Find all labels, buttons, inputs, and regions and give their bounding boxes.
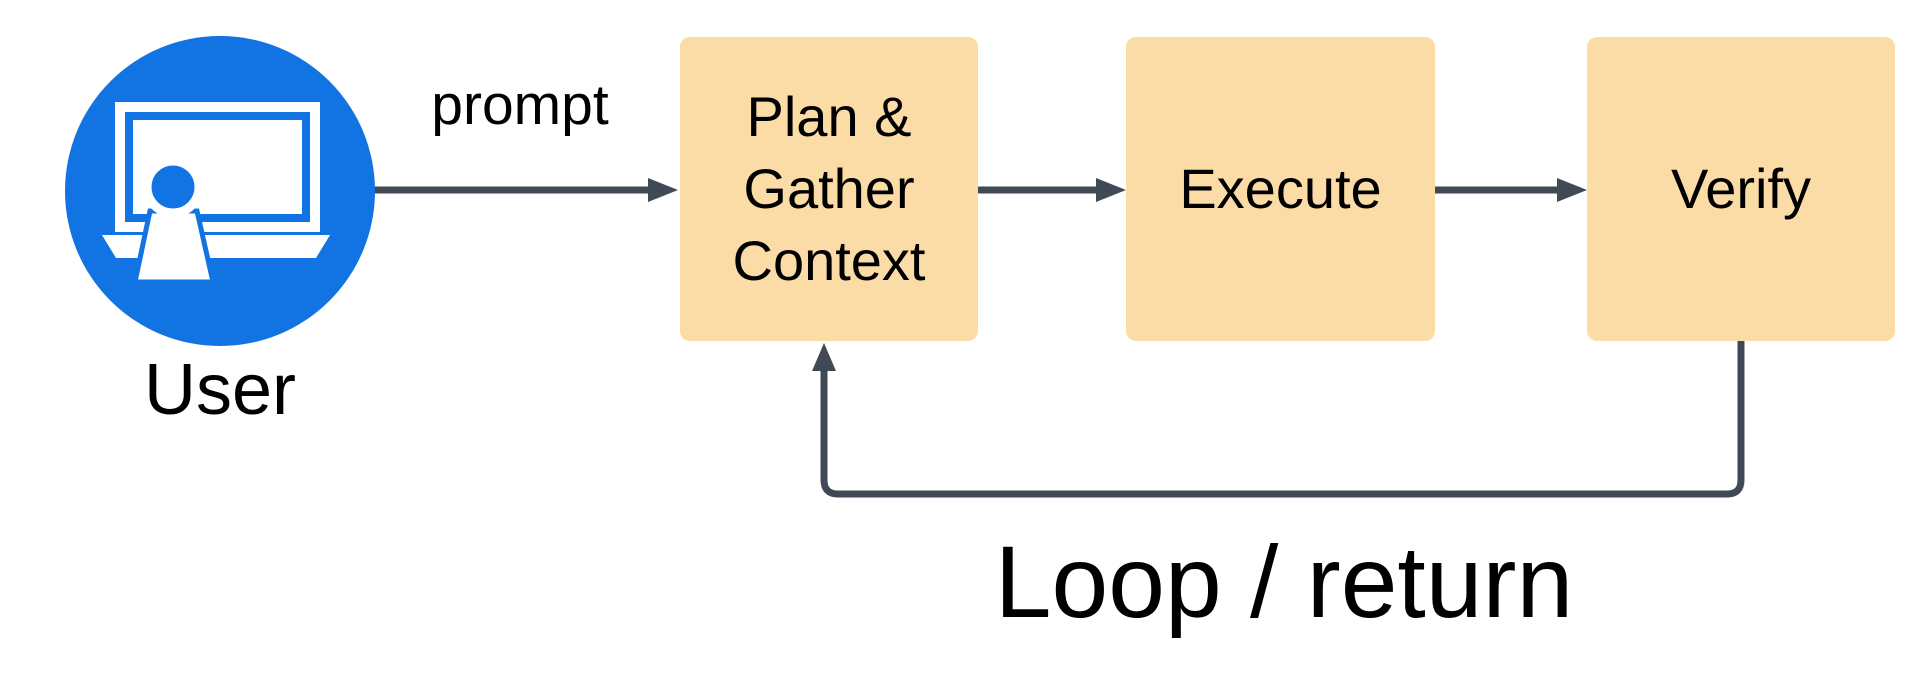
flow-node-verify-label: Verify xyxy=(1670,157,1812,221)
flow-node-execute: Execute xyxy=(1126,37,1435,341)
arrow-plan-to-execute xyxy=(978,178,1126,202)
loop-edge-label: Loop / return xyxy=(994,525,1574,639)
user-actor-icon xyxy=(65,36,375,346)
arrow-user-to-plan xyxy=(374,178,678,202)
flow-node-verify: Verify xyxy=(1587,37,1895,341)
loop-return-arrow xyxy=(812,341,1745,498)
flow-node-execute-label: Execute xyxy=(1179,157,1382,221)
flow-node-plan-label: Plan & Gather Context xyxy=(732,85,926,292)
user-label: User xyxy=(143,350,296,430)
flow-node-plan: Plan & Gather Context xyxy=(680,37,978,341)
presenter-person-icon xyxy=(131,156,217,285)
whiteboard-icon xyxy=(102,102,330,258)
prompt-edge-label: prompt xyxy=(431,73,609,137)
arrow-execute-to-verify xyxy=(1435,178,1587,202)
